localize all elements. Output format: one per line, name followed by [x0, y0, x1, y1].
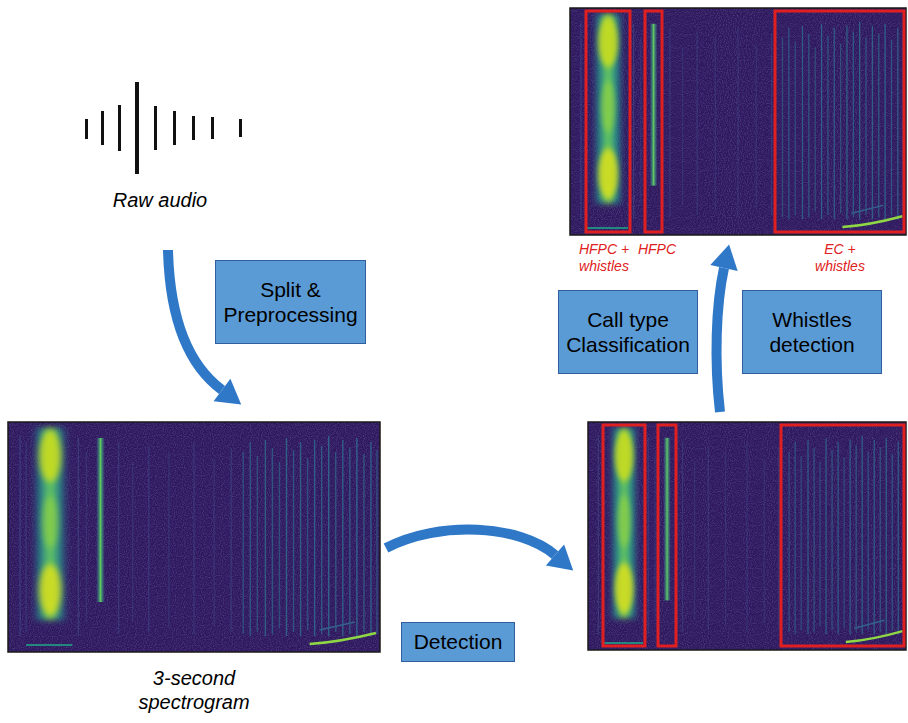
spectrogram: [588, 422, 906, 650]
waveform-icon: [118, 105, 121, 151]
waveform-icon: [85, 119, 88, 139]
spectrogram: [570, 8, 906, 235]
box-text: Detection: [414, 629, 503, 654]
waveform-icon: [154, 106, 157, 150]
spectrogram: [8, 422, 380, 652]
process-box: Whistles detection: [742, 290, 882, 374]
detection-box: [645, 11, 662, 232]
waveform-icon: [101, 111, 104, 145]
waveform-icon: [192, 116, 195, 140]
detection-box: [603, 425, 645, 646]
detection-box: [781, 425, 904, 646]
process-box: Call type Classification: [558, 290, 698, 374]
call-type-label: EC + whistles: [800, 241, 880, 275]
spectrogram: [570, 8, 906, 235]
box-text: Call type Classification: [565, 307, 691, 357]
figure-caption: 3-second spectrogram: [124, 666, 264, 714]
flow-arrow: [710, 245, 737, 271]
figure-caption: Raw audio: [95, 188, 225, 212]
call-type-label: HFPC: [635, 241, 679, 258]
spectrogram: [570, 8, 906, 235]
waveform-icon: [173, 111, 176, 145]
detection-box: [775, 11, 904, 232]
spectrogram: [8, 422, 380, 652]
flow-arrow: [214, 379, 242, 405]
detection-box: [586, 11, 630, 232]
box-text: Split & Preprocessing: [222, 277, 359, 327]
flow-arrow: [710, 245, 737, 412]
waveform-icon: [135, 82, 139, 174]
call-type-label: HFPC + whistles: [569, 241, 639, 275]
flow-arrow: [168, 250, 222, 390]
process-box: Split & Preprocessing: [215, 260, 366, 344]
detection-box: [658, 425, 676, 646]
flow-arrow: [717, 268, 724, 412]
spectrogram: [8, 422, 380, 652]
spectrogram: [588, 422, 906, 650]
waveform-icon: [239, 119, 242, 137]
box-text: Whistles detection: [749, 307, 875, 357]
flow-arrow: [386, 530, 573, 571]
flow-arrow: [546, 544, 573, 570]
process-box: Detection: [401, 622, 515, 662]
waveform-icon: [85, 82, 242, 174]
spectrogram: [588, 422, 906, 650]
flow-arrow: [386, 530, 555, 555]
waveform-icon: [211, 117, 214, 139]
